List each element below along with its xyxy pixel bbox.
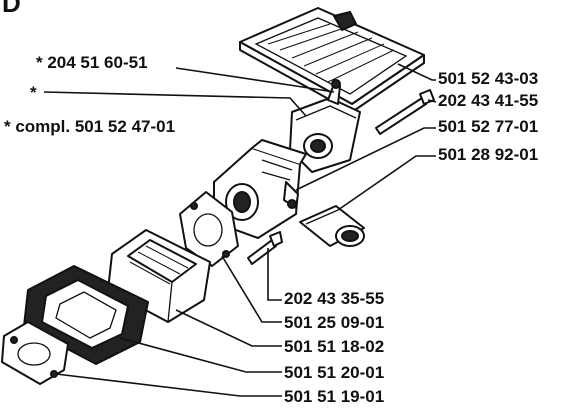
label-501-52-43-03: 501 52 43-03 xyxy=(438,69,538,88)
leader-501-52-77-01 xyxy=(295,127,436,191)
leader-501-51-18-02 xyxy=(175,309,282,347)
carburetor-body xyxy=(213,139,307,239)
label-501-25-09-01: 501 25 09-01 xyxy=(284,313,384,332)
leader-501-51-20-01 xyxy=(119,337,282,373)
label-202-43-41-55: 202 43 41-55 xyxy=(438,91,538,110)
leader-star xyxy=(43,91,307,117)
label-501-51-20-01: 501 51 20-01 xyxy=(284,363,384,382)
gasket-501-51-19-01 xyxy=(1,321,69,385)
section-letter: D xyxy=(2,0,21,18)
note-compl: * compl. 501 52 47-01 xyxy=(4,117,175,136)
carburetor-adapter xyxy=(289,79,361,173)
gasket-501-25-09-01 xyxy=(179,191,239,267)
leader-501-25-09-01 xyxy=(221,255,282,323)
label-202-43-35-55: 202 43 35-55 xyxy=(284,289,384,308)
leader-202-43-35-55 xyxy=(267,248,282,301)
label-501-51-19-01: 501 51 19-01 xyxy=(284,387,384,406)
note-star-part: * 204 51 60-51 xyxy=(36,53,148,72)
leader-501-51-19-01 xyxy=(55,373,282,397)
label-501-51-18-02: 501 51 18-02 xyxy=(284,337,384,356)
label-501-52-77-01: 501 52 77-01 xyxy=(438,117,538,136)
leader-204-51-60-51 xyxy=(175,67,335,93)
screw-202-43-35-55 xyxy=(247,231,283,265)
leader-501-28-92-01 xyxy=(337,155,436,211)
label-501-28-92-01: 501 28 92-01 xyxy=(438,145,538,164)
note-star: * xyxy=(30,83,37,102)
leader-202-43-41-55 xyxy=(427,99,437,103)
leader-501-52-43-03 xyxy=(397,63,436,81)
fuel-filter-501-28-92-01 xyxy=(299,205,365,247)
